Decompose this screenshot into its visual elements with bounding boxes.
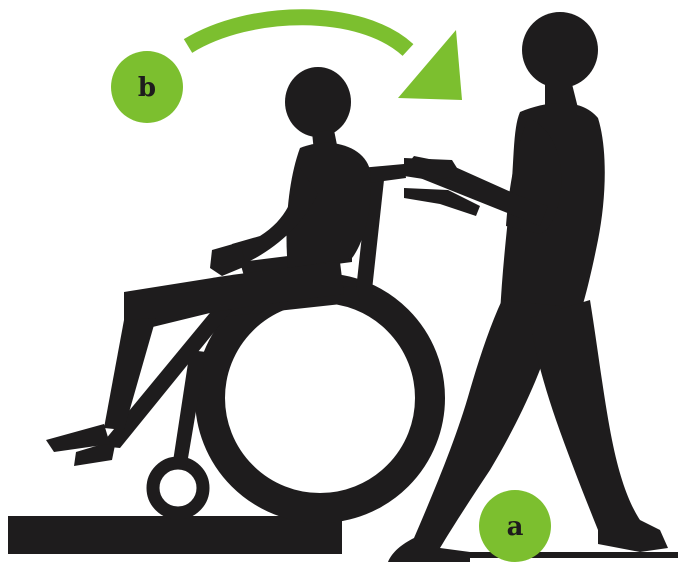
tilt-direction-arrow: [188, 17, 408, 50]
caster-wheel: [153, 463, 203, 513]
attendant-leg-front: [530, 300, 668, 552]
label-b-text: b: [138, 73, 156, 103]
seated-person-hand: [210, 242, 246, 276]
label-a-badge: a: [479, 490, 551, 562]
attendant-hand: [404, 158, 462, 180]
rear-wheel: [210, 288, 430, 508]
attendant-head: [522, 12, 598, 88]
seated-person-head: [285, 67, 351, 137]
curb-step: [8, 516, 342, 554]
label-b-badge: b: [111, 51, 183, 123]
label-a-text: a: [507, 512, 524, 542]
